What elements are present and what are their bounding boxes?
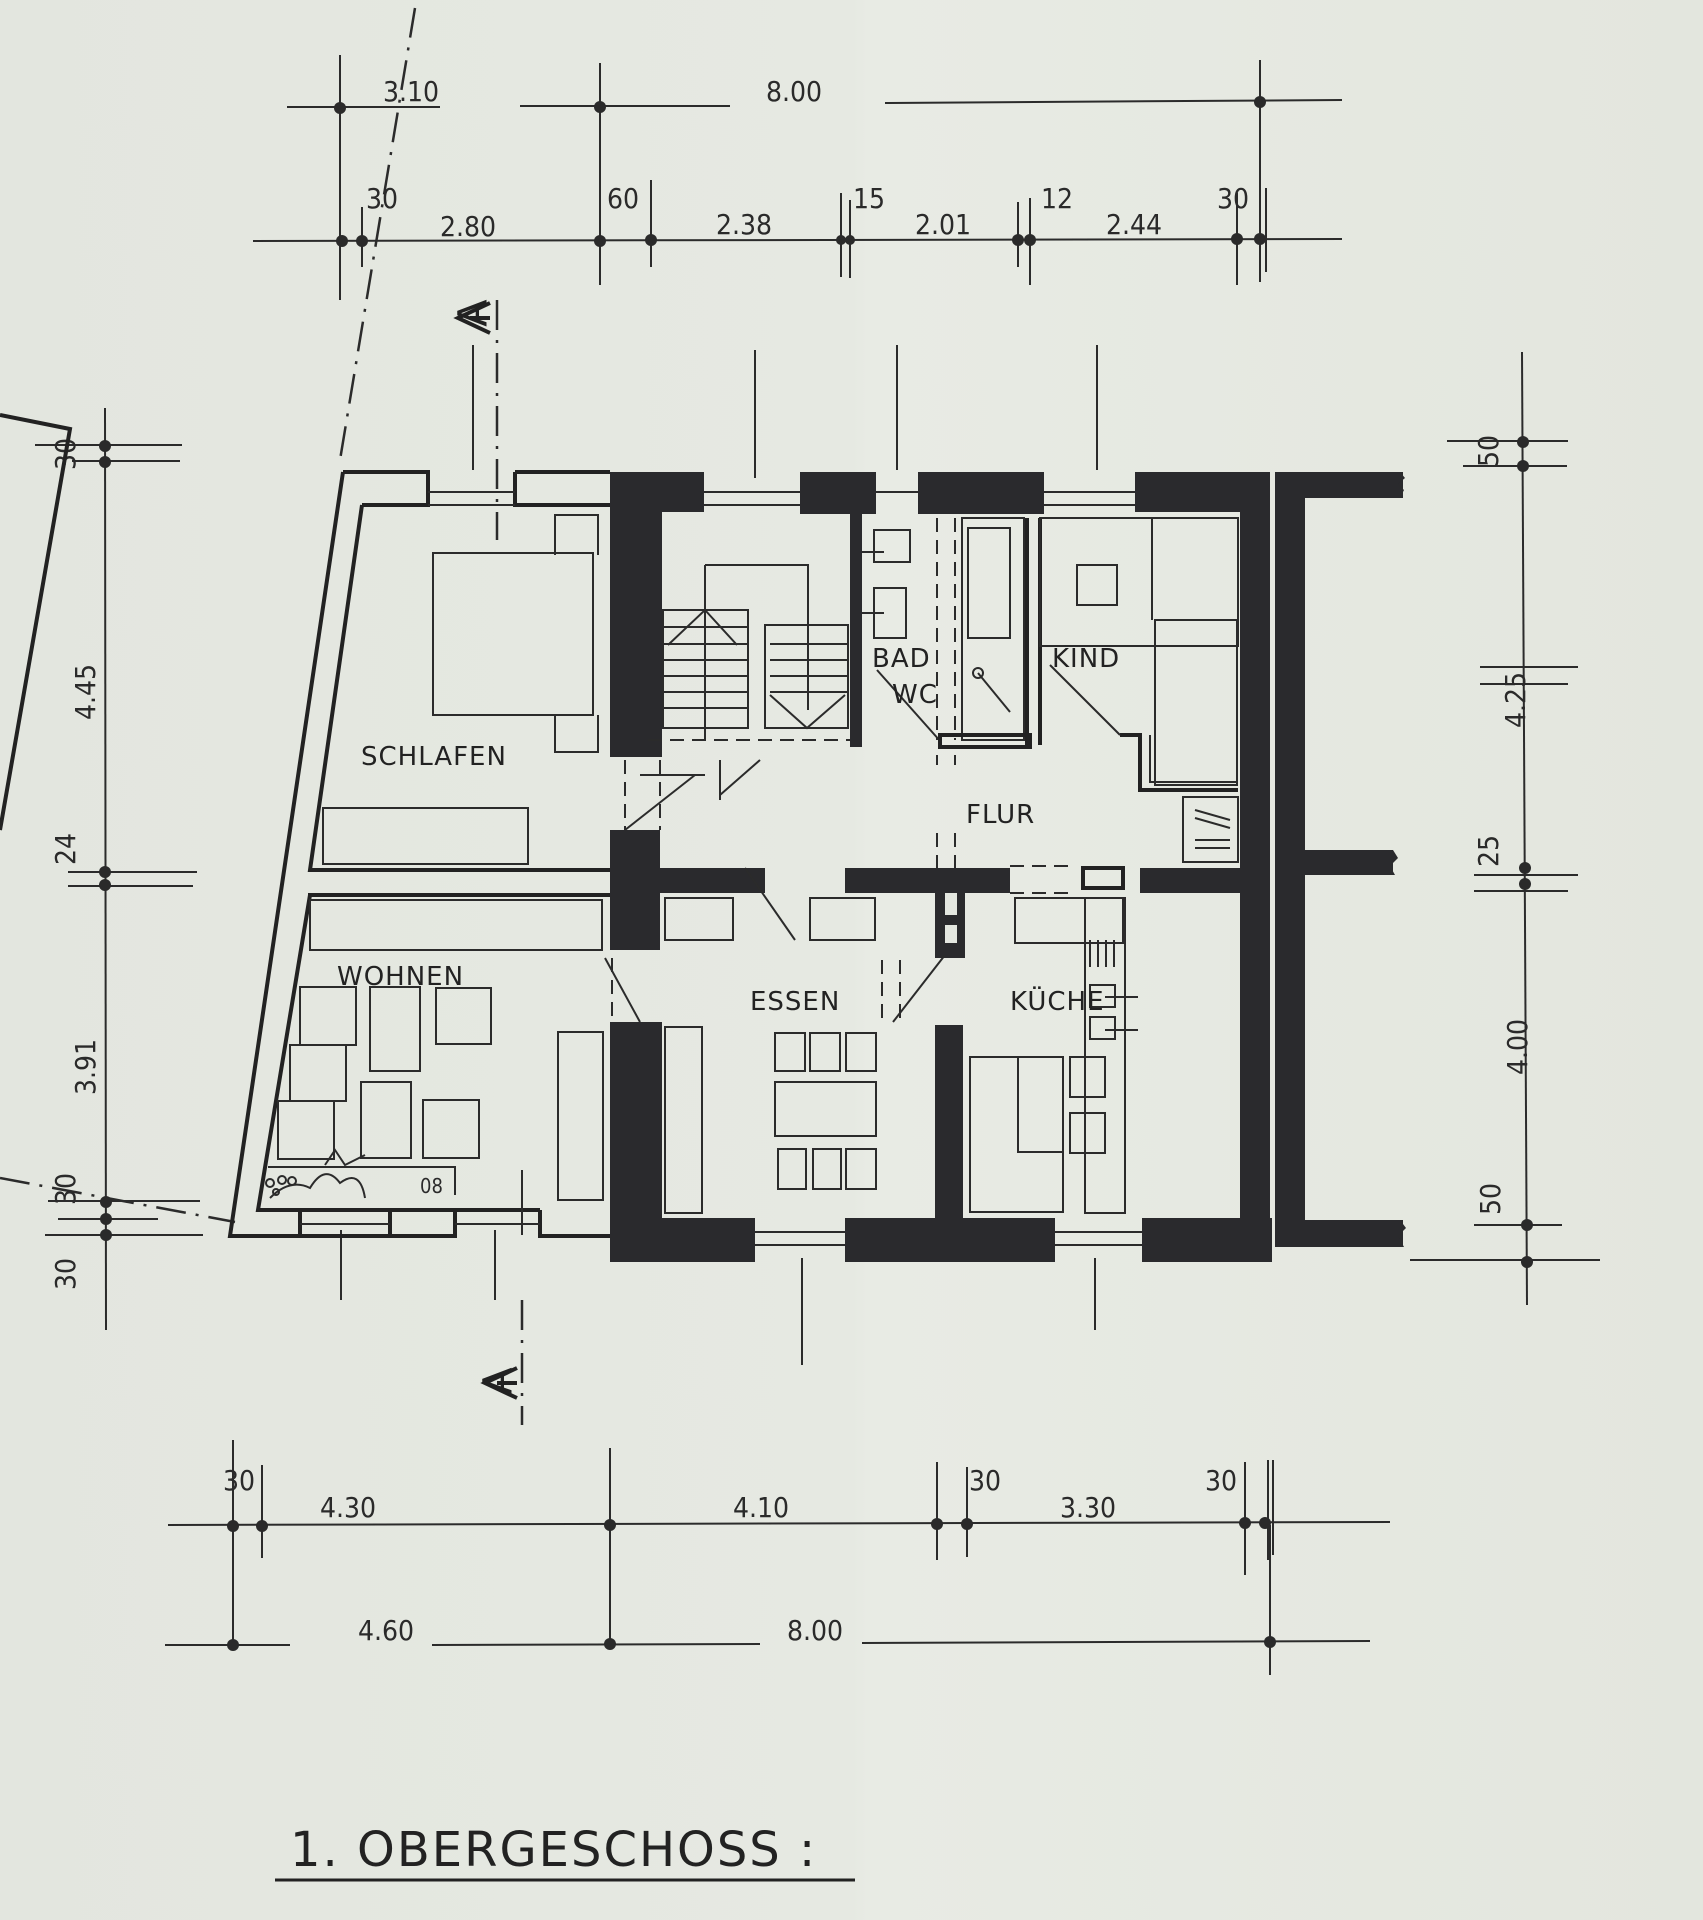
room-label-schlafen: SCHLAFEN <box>361 742 507 772</box>
dim-top-30: 30 <box>366 182 398 215</box>
dim-bottom-30-left: 30 <box>223 1464 255 1497</box>
windows <box>704 491 1142 1246</box>
dim-top-60: 60 <box>607 182 639 215</box>
dim-right-25: 25 <box>1472 835 1505 867</box>
window-axis-lines <box>340 345 1098 1365</box>
dim-top-2-80: 2.80 <box>440 210 496 243</box>
bathroom-fixtures <box>862 517 1042 749</box>
kind-furniture <box>1039 517 1239 863</box>
dim-left-24: 24 <box>49 833 82 865</box>
room-label-essen: ESSEN <box>750 987 840 1017</box>
dim-right-4-00: 4.00 <box>1501 1019 1534 1075</box>
dim-top-2-01: 2.01 <box>915 208 971 241</box>
title-text: 1. OBERGESCHOSS : <box>290 1822 817 1878</box>
right-dimension-chain: 50 4.25 25 4.00 50 <box>1410 351 1600 1306</box>
dim-bottom-30-right: 30 <box>1205 1464 1237 1497</box>
dim-left-4-45: 4.45 <box>69 664 102 720</box>
dim-bottom-4-60: 4.60 <box>358 1614 414 1647</box>
schlafen-furniture <box>322 514 599 865</box>
left-wing-outline <box>227 470 610 1238</box>
solid-walls <box>610 472 1406 1262</box>
dim-bottom-3-30: 3.30 <box>1060 1491 1116 1524</box>
top-dimension-chain-outer: 3.10 8.00 <box>287 55 1343 300</box>
neighbour-boundary <box>0 413 73 831</box>
left-dimension-chain: 30 4.45 24 3.91 30 30 <box>35 407 203 1331</box>
top-dimension-chain-inner: 30 2.80 60 2.38 15 2.01 12 2.44 30 <box>252 180 1343 285</box>
dim-left-30-bottom: 30 <box>49 1258 82 1290</box>
dim-top-outer-2: 8.00 <box>766 75 822 108</box>
staircase <box>648 564 850 741</box>
dim-left-30-mid: 30 <box>49 1173 82 1205</box>
dim-bottom-8-00: 8.00 <box>787 1614 843 1647</box>
bottom-dimension-chain-outer: 4.60 8.00 <box>165 1525 1371 1675</box>
planter-note: 08 <box>420 1174 443 1198</box>
room-label-wohnen: WOHNEN <box>337 962 464 992</box>
section-label-top: A <box>450 299 497 327</box>
dim-right-50-top: 50 <box>1472 435 1505 467</box>
dim-bottom-4-30: 4.30 <box>320 1491 376 1524</box>
dim-top-30-right: 30 <box>1217 182 1249 215</box>
dim-right-50-bottom: 50 <box>1474 1183 1507 1215</box>
dim-top-2-38: 2.38 <box>716 208 772 241</box>
essen-furniture <box>604 867 877 1214</box>
dim-left-3-91: 3.91 <box>69 1039 102 1095</box>
dim-bottom-4-10: 4.10 <box>733 1491 789 1524</box>
section-label-bottom: A <box>475 1367 522 1395</box>
room-labels: SCHLAFEN WOHNEN BAD WC KIND FLUR ESSEN K… <box>337 644 1120 1017</box>
drawing-title: 1. OBERGESCHOSS : <box>275 1822 855 1882</box>
dim-top-outer-1: 3.10 <box>383 75 439 108</box>
dim-top-15: 15 <box>853 182 885 215</box>
dim-right-4-25: 4.25 <box>1499 672 1532 728</box>
wohnen-furniture: 08 <box>265 899 604 1235</box>
room-label-kind: KIND <box>1052 644 1120 674</box>
room-label-bad: BAD <box>872 644 931 674</box>
room-label-flur: FLUR <box>966 800 1035 830</box>
flur-doors <box>624 755 1125 894</box>
dim-top-12: 12 <box>1041 182 1073 215</box>
bottom-dimension-chain-inner: 30 4.30 4.10 30 3.30 30 <box>167 1440 1391 1640</box>
room-label-kueche: KÜCHE <box>1010 985 1105 1017</box>
room-label-wc: WC <box>892 680 938 710</box>
kueche-furniture <box>881 897 1138 1214</box>
dim-bottom-30-mid: 30 <box>969 1464 1001 1497</box>
dim-top-2-44: 2.44 <box>1106 208 1162 241</box>
